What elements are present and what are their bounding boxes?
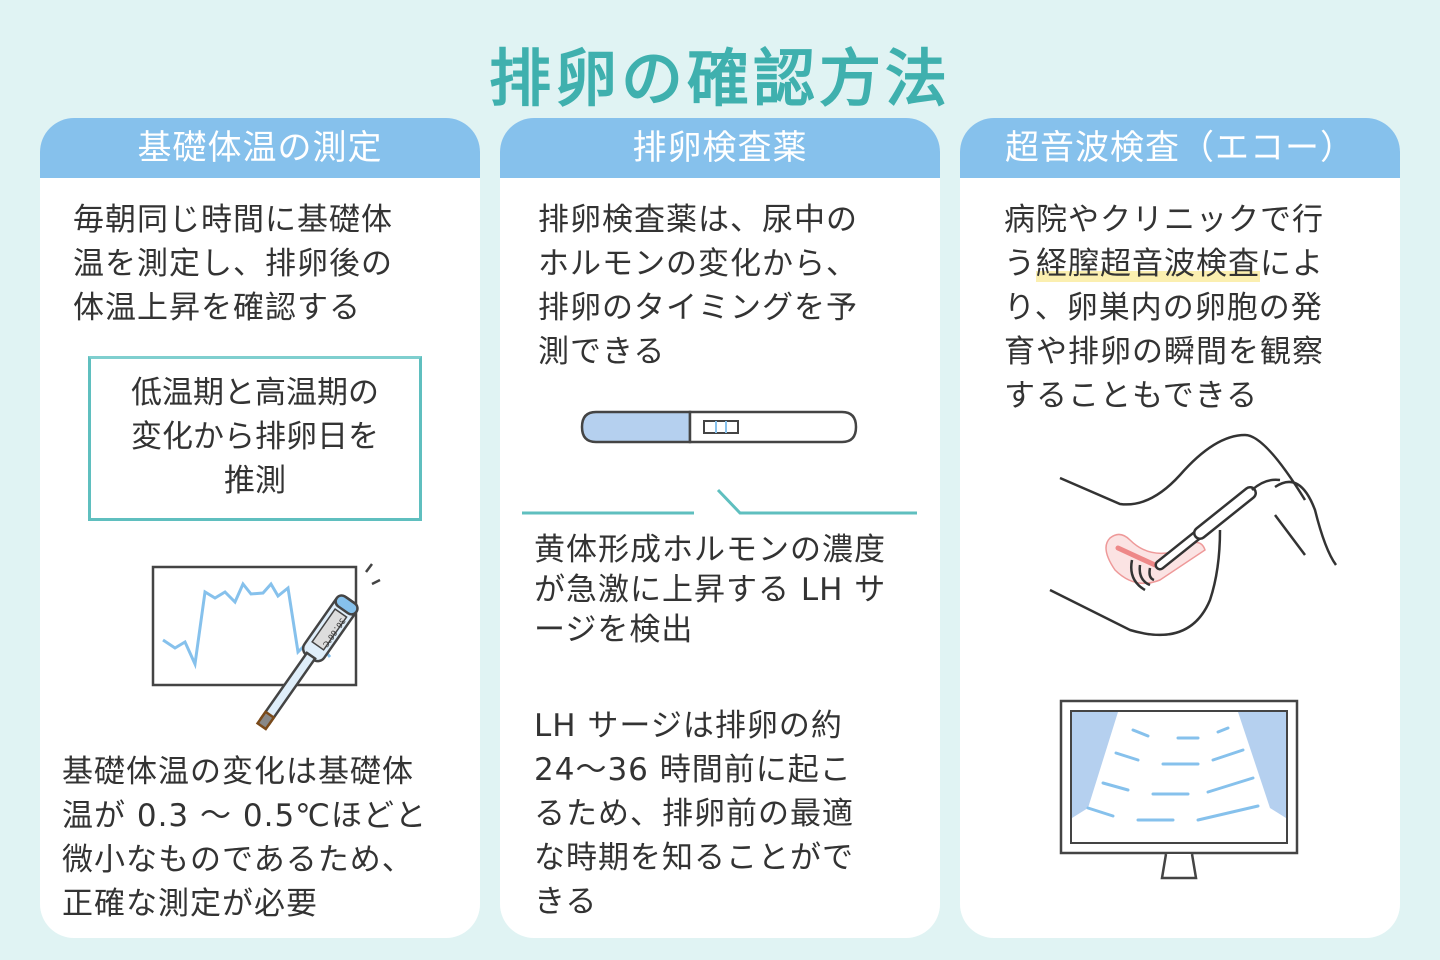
thermometer-icon: 36.66℃ xyxy=(255,594,359,731)
panel-intro: 病院やクリニックで行 う経膣超音波検査によ り、卵巣内の卵胞の発 育や排卵の瞬間… xyxy=(1004,198,1324,418)
transvaginal-ultrasound-illustration xyxy=(1049,433,1338,637)
panel-intro: 毎朝同じ時間に基礎体 温を測定し、排卵後の 体温上昇を確認する xyxy=(73,202,393,326)
panel-intro: 排卵検査薬は、尿中の ホルモンの変化から、 排卵のタイミングを予 測できる xyxy=(538,202,858,370)
panel-basal-body-temperature: 基礎体温の測定 毎朝同じ時間に基礎体 温を測定し、排卵後の 体温上昇を確認する … xyxy=(40,118,480,938)
temperature-chart-illustration: 36.66℃ xyxy=(151,563,381,731)
divider-line xyxy=(522,488,917,515)
panel-ultrasound: 超音波検査（エコー） 病院やクリニックで行 う経膣超音波検査によ り、卵巣内の卵… xyxy=(960,118,1400,938)
highlighted-term: 経膣超音波検査 xyxy=(1036,246,1260,282)
page-title: 排卵の確認方法 xyxy=(488,42,951,115)
panel-header: 排卵検査薬 xyxy=(500,118,940,178)
callout-box: 低温期と高温期の 変化から排卵日を 推測 xyxy=(88,356,422,521)
panel-ovulation-test: 排卵検査薬 排卵検査薬は、尿中の ホルモンの変化から、 排卵のタイミングを予 測… xyxy=(500,118,940,938)
panel-header: 基礎体温の測定 xyxy=(40,118,480,178)
intro-text: によ り、卵巣内の卵胞の発 育や排卵の瞬間を観察 することもできる xyxy=(1004,246,1324,414)
panel-note: 基礎体温の変化は基礎体 温が 0.3 ～ 0.5℃ほどと 微小なものであるため、… xyxy=(62,754,427,922)
panel-detail-timing: LH サージは排卵の約 24～36 時間前に起こ るため、排卵前の最適 な時期を… xyxy=(534,708,854,920)
ultrasound-monitor-icon xyxy=(1059,699,1299,880)
intro-text: 病院やクリニックで行 う xyxy=(1004,202,1324,282)
panel-header: 超音波検査（エコー） xyxy=(960,118,1400,178)
ovulation-test-stick-icon xyxy=(580,410,858,444)
panel-detail-lh-surge: 黄体形成ホルモンの濃度 が急激に上昇する LH サ ージを検出 xyxy=(534,532,887,648)
